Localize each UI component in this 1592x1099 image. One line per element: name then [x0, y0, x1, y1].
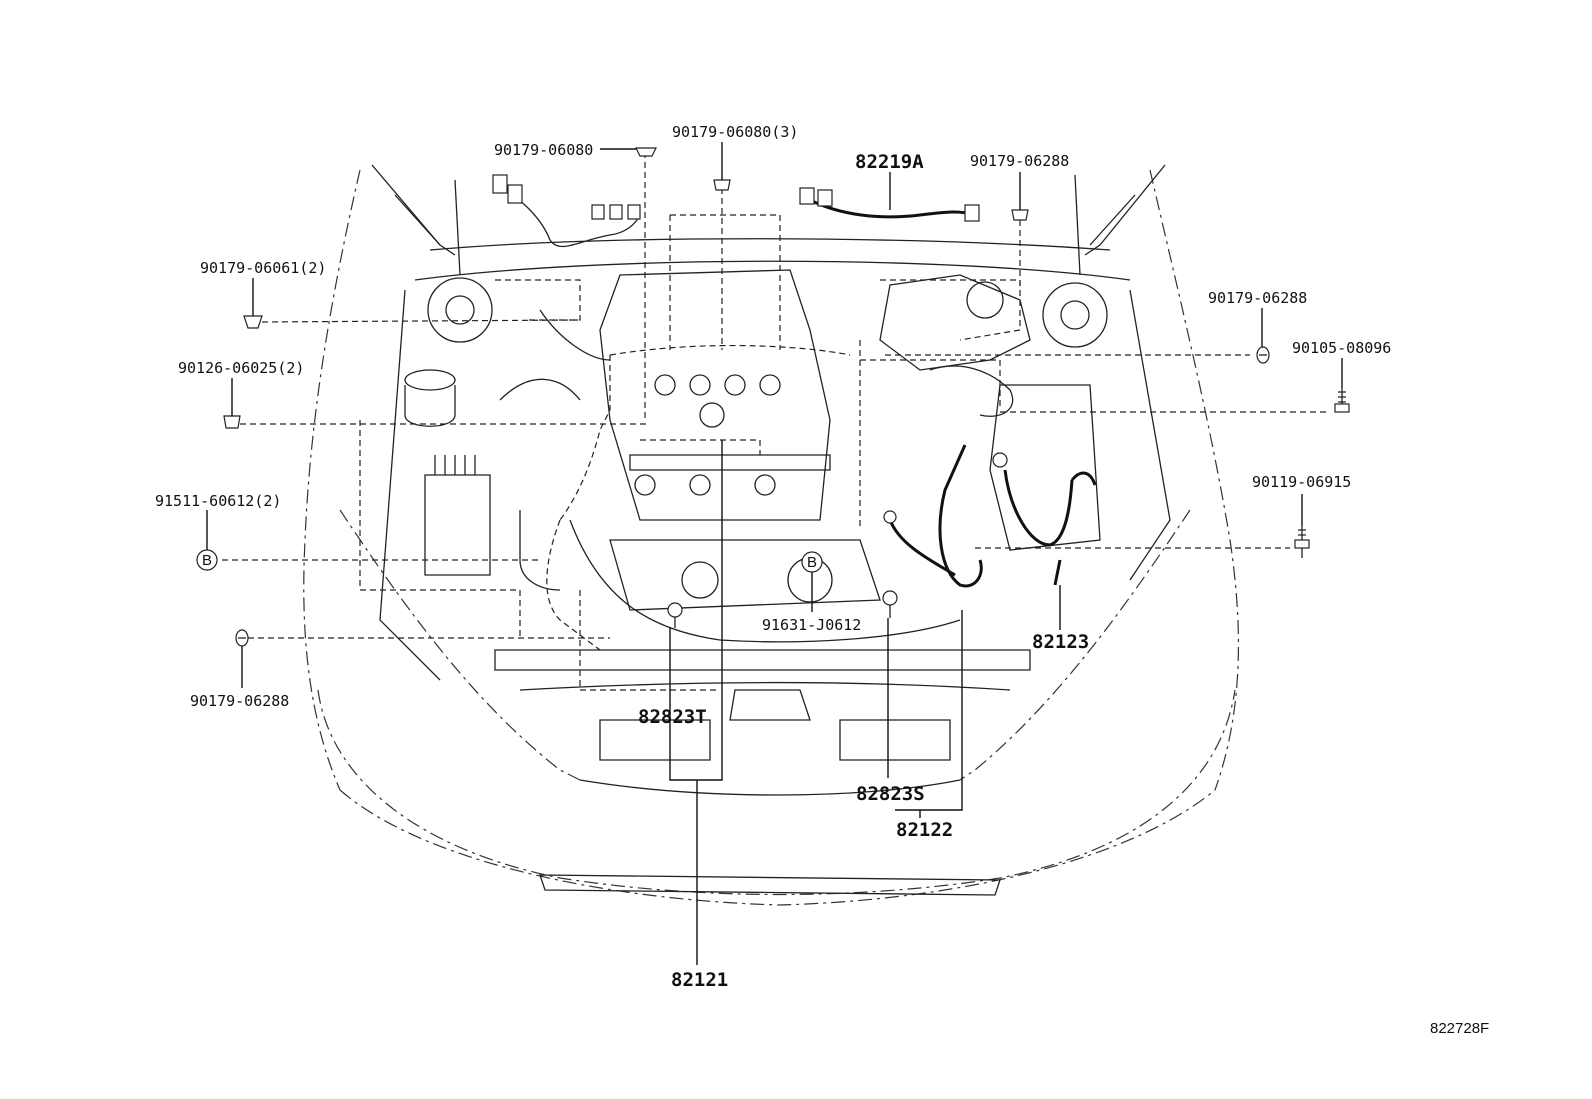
callout-82219A: 82219A: [855, 151, 924, 173]
fastener-leaders: [222, 152, 1330, 639]
wiring-harness-82121: [359, 174, 851, 691]
wiring-harness-82219A: [799, 187, 980, 222]
clamp-icon-90179-06080: [635, 147, 657, 157]
clamp-icon-90179-06061-2: [243, 315, 263, 329]
terminal-icon-82823S: [882, 590, 898, 618]
marker-b-center: B: [801, 551, 823, 573]
svg-text:B: B: [202, 552, 212, 569]
clip-icon-90179-06288-right: [1256, 346, 1270, 364]
diagram-reference-code: 822728F: [1430, 1020, 1489, 1037]
marker-b-left: B: [196, 549, 218, 571]
callout-90126-06025-2: 90126-06025(2): [178, 359, 304, 377]
bolt-icon-90105-08096: [1334, 388, 1350, 413]
callout-90179-06080-3: 90179-06080(3): [672, 123, 798, 141]
wiring-harness-82122: [859, 279, 1097, 588]
callout-90179-06061-2: 90179-06061(2): [200, 259, 326, 277]
bolt-icon-90119-06915: [1294, 526, 1310, 558]
callout-90119-06915: 90119-06915: [1252, 473, 1351, 491]
coil-packs: [634, 374, 781, 496]
callout-90179-06288-left: 90179-06288: [190, 692, 289, 710]
clip-icon-90179-06288-left: [235, 629, 249, 647]
vehicle-body-outline: [303, 164, 1240, 906]
callout-82823S: 82823S: [856, 783, 925, 805]
callout-82823T: 82823T: [638, 706, 707, 728]
callout-leaders: [206, 142, 1343, 965]
callout-82123: 82123: [1032, 631, 1089, 653]
svg-text:B: B: [807, 554, 817, 571]
engine-components: [404, 269, 1108, 643]
terminal-icon-82823T: [667, 602, 683, 628]
part-callouts: 90179-06080 90179-06080(3) 82219A 90179-…: [155, 123, 1391, 991]
callout-91511-60612-2: 91511-60612(2): [155, 492, 281, 510]
callout-90105-08096: 90105-08096: [1292, 339, 1391, 357]
clamp-icon-90179-06288-top: [1011, 209, 1029, 221]
clamp-icon-90179-06080-3: [713, 179, 731, 191]
callout-91631-J0612: 91631-J0612: [762, 616, 861, 634]
callout-82121: 82121: [671, 969, 728, 991]
callout-90179-06288-top: 90179-06288: [970, 152, 1069, 170]
callout-82122: 82122: [896, 819, 953, 841]
fasteners: [223, 147, 1350, 647]
callout-90179-06288-right: 90179-06288: [1208, 289, 1307, 307]
callout-90179-06080: 90179-06080: [494, 141, 593, 159]
clamp-icon-90126-06025-2: [223, 415, 241, 429]
